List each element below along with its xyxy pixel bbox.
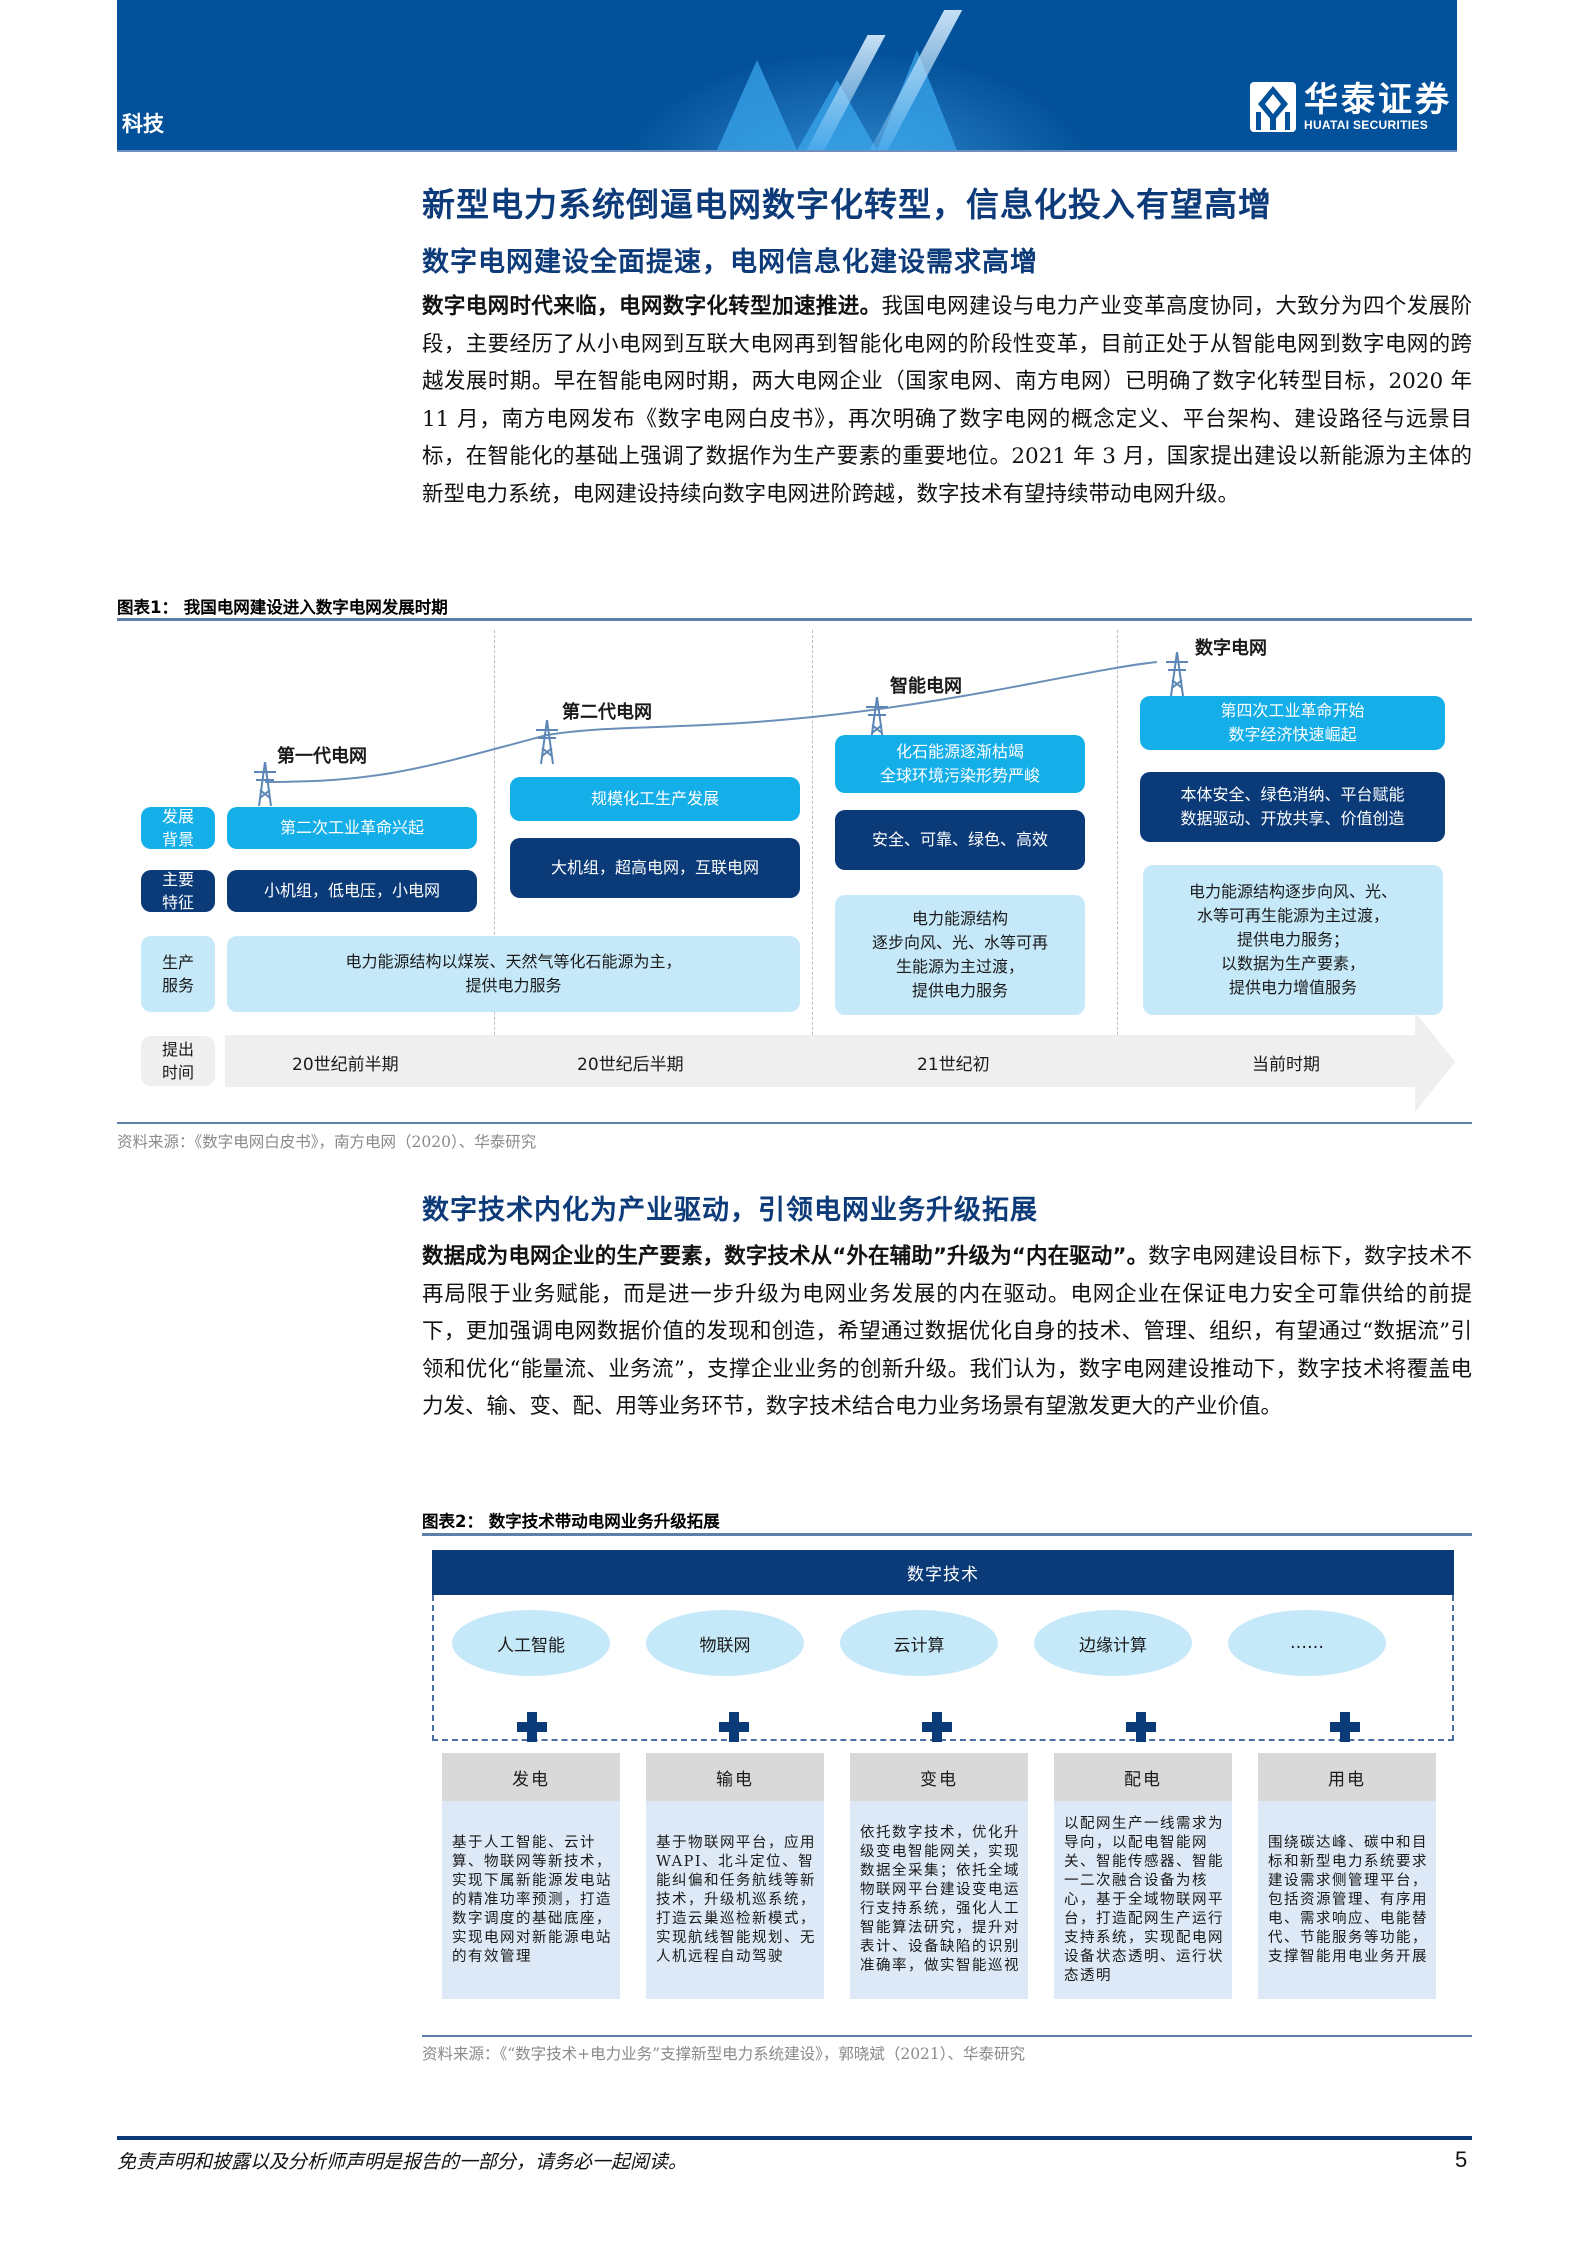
generation-label: 第一代电网: [277, 746, 367, 767]
plus-icon: [1330, 1712, 1360, 1742]
figure-digital-tech: 数字技术 人工智能 物联网 云计算 边缘计算 …… 发电 基于人工智能、云计算、…: [422, 1540, 1472, 2010]
paragraph: 数据成为电网企业的生产要素，数字技术从“外在辅助”升级为“内在驱动”。数字电网建…: [422, 1238, 1472, 1426]
huatai-logo-icon: [1250, 82, 1296, 132]
tech-frame: [432, 1595, 1454, 1741]
gen1-features: 小机组，低电压，小电网: [227, 870, 477, 912]
figure-title: 图表1： 我国电网建设进入数字电网发展时期: [117, 598, 448, 617]
gen2-background: 规模化工生产发展: [510, 777, 800, 821]
figure-rule: [422, 2035, 1472, 2037]
paragraph-body: 我国电网建设与电力产业变革高度协同，大致分为四个发展阶段，主要经历了从小电网到互…: [422, 294, 1472, 507]
segment-title: 变电: [850, 1753, 1028, 1801]
figure-rule: [117, 618, 1472, 621]
row-label-service: 生产 服务: [141, 936, 215, 1012]
transmission-tower-icon: [866, 697, 888, 741]
time-label: 20世纪前半期: [292, 1055, 399, 1075]
divider: [494, 630, 495, 1050]
transmission-tower-icon: [536, 720, 558, 764]
smart-grid-background: 化石能源逐渐枯竭 全球环境污染形势严峻: [835, 735, 1085, 793]
brand-name-en: HUATAI SECURITIES: [1304, 118, 1428, 132]
transmission-tower-icon: [254, 762, 276, 806]
digital-tech-header: 数字技术: [432, 1550, 1454, 1595]
segment-title: 配电: [1054, 1753, 1232, 1801]
divider: [1117, 630, 1118, 1050]
timeline-arrow: [225, 1035, 1415, 1087]
segment-title: 用电: [1258, 1753, 1436, 1801]
gen1-2-service: 电力能源结构以煤炭、天然气等化石能源为主， 提供电力服务: [227, 936, 800, 1012]
plus-icon: [1126, 1712, 1156, 1742]
paragraph: 数字电网时代来临，电网数字化转型加速推进。我国电网建设与电力产业变革高度协同，大…: [422, 288, 1472, 513]
tech-ellipse-iot: 物联网: [646, 1610, 804, 1676]
row-label-time: 提出 时间: [141, 1036, 215, 1086]
plus-icon: [719, 1712, 749, 1742]
row-label-features: 主要 特征: [141, 870, 215, 912]
tech-ellipse-edge: 边缘计算: [1034, 1610, 1192, 1676]
segment-transformation: 变电 依托数字技术，优化升级变电智能网关，实现数据全采集；依托全域物联网平台建设…: [850, 1753, 1028, 1999]
paragraph-body: 数字电网建设目标下，数字技术不再局限于业务赋能，而是进一步升级为电网业务发展的内…: [422, 1244, 1472, 1419]
segment-title: 输电: [646, 1753, 824, 1801]
time-label: 20世纪后半期: [577, 1055, 684, 1075]
timeline-arrow-head-icon: [1415, 1012, 1455, 1112]
segment-description: 依托数字技术，优化升级变电智能网关，实现数据全采集；依托全域物联网平台建设变电运…: [850, 1801, 1028, 1999]
plus-icon: [922, 1712, 952, 1742]
digital-grid-service: 电力能源结构逐步向风、光、 水等可再生能源为主过渡， 提供电力服务； 以数据为生…: [1143, 865, 1443, 1015]
section-heading: 数字技术内化为产业驱动，引领电网业务升级拓展: [422, 1195, 1038, 1226]
header-rule: [117, 150, 1457, 152]
brand-name-cn: 华泰证券: [1304, 80, 1452, 120]
gen2-features: 大机组，超高电网，互联电网: [510, 838, 800, 898]
segment-transmission: 输电 基于物联网平台，应用WAPI、北斗定位、智能纠偏和任务航线等新技术，升级机…: [646, 1753, 824, 1999]
page-number: 5: [1455, 2147, 1468, 2172]
section-heading: 数字电网建设全面提速，电网信息化建设需求高增: [422, 247, 1038, 278]
figure-rule: [117, 1122, 1472, 1124]
smart-grid-service: 电力能源结构 逐步向风、光、水等可再 生能源为主过渡， 提供电力服务: [835, 895, 1085, 1015]
paragraph-lead: 数据成为电网企业的生产要素，数字技术从“外在辅助”升级为“内在驱动”。: [422, 1244, 1149, 1269]
digital-grid-background: 第四次工业革命开始 数字经济快速崛起: [1140, 696, 1445, 750]
generation-label: 数字电网: [1195, 638, 1267, 659]
figure-source: 资料来源：《数字电网白皮书》，南方电网（2020）、华泰研究: [117, 1133, 537, 1151]
segment-description: 基于物联网平台，应用WAPI、北斗定位、智能纠偏和任务航线等新技术，升级机巡系统…: [646, 1801, 824, 1999]
smart-grid-features: 安全、可靠、绿色、高效: [835, 810, 1085, 870]
header-banner: [117, 0, 1457, 150]
segment-title: 发电: [442, 1753, 620, 1801]
sector-label: 科技: [122, 112, 164, 136]
segment-description: 围绕碳达峰、碳中和目标和新型电力系统要求建设需求侧管理平台，包括资源管理、有序用…: [1258, 1801, 1436, 1999]
figure-grid-evolution: 第一代电网 第二代电网 智能电网 数字电网 发展 背景 主要 特征 生产 服务 …: [117, 620, 1457, 1120]
footer-rule: [117, 2136, 1472, 2140]
tech-ellipse-more: ……: [1228, 1610, 1386, 1676]
page-title: 新型电力系统倒逼电网数字化转型，信息化投入有望高增: [422, 185, 1272, 224]
segment-description: 基于人工智能、云计算、物联网等新技术，实现下属新能源发电站的精准功率预测，打造数…: [442, 1801, 620, 1999]
segment-generation: 发电 基于人工智能、云计算、物联网等新技术，实现下属新能源发电站的精准功率预测，…: [442, 1753, 620, 1999]
generation-label: 智能电网: [890, 676, 962, 697]
segment-consumption: 用电 围绕碳达峰、碳中和目标和新型电力系统要求建设需求侧管理平台，包括资源管理、…: [1258, 1753, 1436, 1999]
brand-logo: 华泰证券 HUATAI SECURITIES: [1250, 82, 1452, 132]
paragraph-lead: 数字电网时代来临，电网数字化转型加速推进。: [422, 294, 882, 319]
divider: [812, 630, 813, 1050]
time-label: 21世纪初: [917, 1055, 990, 1075]
figure-title: 图表2： 数字技术带动电网业务升级拓展: [422, 1512, 720, 1531]
tech-ellipse-cloud: 云计算: [840, 1610, 998, 1676]
grid-curve: [264, 661, 1158, 783]
generation-label: 第二代电网: [562, 702, 652, 723]
segment-distribution: 配电 以配网生产一线需求为导向，以配电智能网关、智能传感器、智能一二次融合设备为…: [1054, 1753, 1232, 1999]
time-label: 当前时期: [1252, 1055, 1320, 1075]
row-label-background: 发展 背景: [141, 807, 215, 849]
figure-rule: [422, 1533, 1472, 1536]
digital-grid-features: 本体安全、绿色消纳、平台赋能 数据驱动、开放共享、价值创造: [1140, 772, 1445, 842]
segment-description: 以配网生产一线需求为导向，以配电智能网关、智能传感器、智能一二次融合设备为核心，…: [1054, 1801, 1232, 1999]
transmission-tower-icon: [1166, 652, 1188, 696]
figure-source: 资料来源：《“数字技术+电力业务”支撑新型电力系统建设》，郭晓斌（2021）、华…: [422, 2045, 1026, 2063]
plus-icon: [517, 1712, 547, 1742]
disclaimer-text: 免责声明和披露以及分析师声明是报告的一部分，请务必一起阅读。: [117, 2151, 688, 2173]
tech-ellipse-ai: 人工智能: [452, 1610, 610, 1676]
gen1-background: 第二次工业革命兴起: [227, 807, 477, 849]
banner-decoration: [717, 60, 797, 150]
